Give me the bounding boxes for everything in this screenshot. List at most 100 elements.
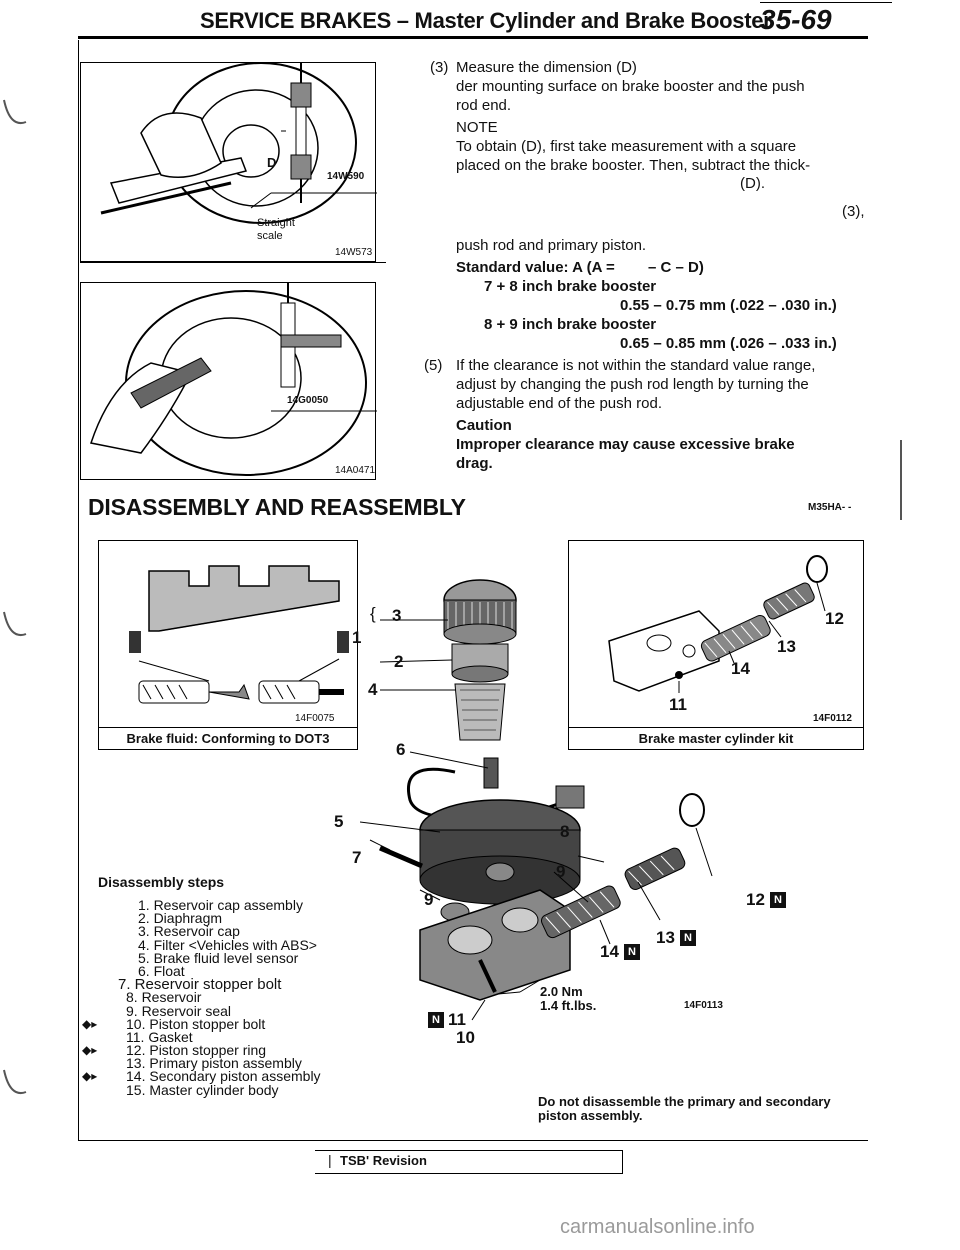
callout-9b: 9: [424, 890, 434, 909]
step3-line1: Measure the dimension (D): [456, 59, 637, 76]
callout-6: 6: [396, 740, 406, 759]
disassembly-steps: Disassembly steps 1. Reservoir cap assem…: [82, 874, 428, 1098]
step-item: 9. Reservoir seal: [126, 1002, 232, 1019]
figure-inner-code: 14G0050: [287, 395, 329, 406]
figure-pushrod-adjust: 14G0050 14A0471: [80, 282, 377, 480]
note-line1: To obtain (D), first take measurement wi…: [456, 138, 797, 155]
step4-line: push rod and primary piston.: [456, 237, 647, 254]
step5-line1: If the clearance is not within the stand…: [456, 357, 816, 374]
callout-12: 12: [746, 890, 765, 909]
watermark: carmanualsonline.info: [560, 1216, 755, 1238]
section-title: DISASSEMBLY AND REASSEMBLY: [88, 494, 466, 520]
step-item: 2. Diaphragm: [138, 910, 223, 927]
kit-callout-13: 13: [777, 637, 796, 656]
step-item: 13. Primary piston assembly: [126, 1055, 302, 1072]
margin-mark: [900, 440, 902, 520]
booster-measure-illustration: [100, 62, 377, 224]
master-cylinder-exploded-view: [360, 579, 713, 1021]
step4-fragment: (3),: [842, 203, 865, 220]
step-item: 3. Reservoir cap: [138, 923, 240, 940]
callout-7: 7: [352, 848, 362, 867]
booster-7-8-value: 0.55 – 0.75 mm (.022 – .030 in.): [620, 297, 837, 314]
footer-rule: [78, 1140, 868, 1141]
step-item: ◆▸12. Piston stopper ring: [82, 1042, 267, 1059]
step-item: ◆▸10. Piston stopper bolt: [82, 1015, 266, 1032]
callout-8: 8: [560, 822, 570, 841]
bottom-note-line1: Do not disassemble the primary and secon…: [538, 1094, 831, 1109]
kit-caption: Brake master cylinder kit: [569, 727, 863, 750]
left-margin-rule: [78, 40, 79, 1140]
callout-9a: 9: [556, 862, 566, 881]
torque-ftlbs: 1.4 ft.lbs.: [540, 998, 597, 1013]
bottom-note-line2: piston assembly.: [538, 1108, 643, 1123]
kit-callout-14: 14: [731, 659, 750, 678]
figure-brake-fluid: 14F0075 Brake fluid: Conforming to DOT3: [98, 540, 358, 750]
figure-master-cylinder-kit: 12 13 14 11 14F0112 Brake master cylinde…: [568, 540, 864, 750]
note-line3: (D).: [740, 175, 765, 192]
caution-line1: Improper clearance may cause excessive b…: [456, 436, 795, 453]
straight-label: Straight: [257, 217, 295, 229]
kit-callout-12: 12: [825, 609, 844, 628]
step-item: 7. Reservoir stopper bolt: [118, 976, 282, 994]
figure-inner-code: 14W590: [327, 171, 365, 182]
brake-fluid-illustration: [129, 565, 349, 704]
callout-5: 5: [334, 812, 344, 831]
footer-bar-mark: |: [328, 1152, 332, 1168]
header-rule: [78, 36, 868, 39]
kit-figure-code: 14F0112: [813, 713, 852, 724]
main-figure-code: 14F0113: [684, 1000, 723, 1011]
dimension-d-label: D: [267, 155, 277, 170]
callout-10: 10: [456, 1028, 475, 1047]
standard-value-label: Standard value: A (A =: [456, 259, 615, 276]
note-line2: placed on the brake booster. Then, subtr…: [456, 157, 811, 174]
step-item: ◆▸14. Secondary piston assembly: [82, 1068, 321, 1085]
callout-11: 11: [448, 1010, 466, 1029]
step-item: 5. Brake fluid level sensor: [138, 949, 299, 966]
pushrod-adjust-illustration: [90, 283, 377, 476]
disassembly-steps-title: Disassembly steps: [98, 874, 225, 890]
step5-line2: adjust by changing the push rod length b…: [456, 376, 809, 393]
step3-line3: rod end.: [456, 97, 512, 114]
standard-value-formula: – C – D): [648, 259, 704, 276]
figure-code: 14W573: [335, 247, 373, 258]
figure-divider: [80, 262, 386, 263]
caution-line2: drag.: [456, 455, 493, 472]
n-badge-11: N: [428, 1012, 444, 1028]
step-item: 6. Float: [138, 962, 185, 979]
callout-3: 3: [392, 606, 402, 625]
step5-line3: adjustable end of the push rod.: [456, 395, 662, 412]
booster-8-9-label: 8 + 9 inch brake booster: [484, 316, 657, 333]
n-badge-12: N: [770, 892, 786, 908]
step5-number: (5): [424, 357, 443, 374]
page-header-title: SERVICE BRAKES – Master Cylinder and Bra…: [200, 8, 772, 33]
booster-7-8-label: 7 + 8 inch brake booster: [484, 278, 657, 295]
fluid-figure-code: 14F0075: [295, 713, 335, 724]
step3-line2: der mounting surface on brake booster an…: [456, 78, 805, 95]
kit-callout-11: 11: [669, 695, 687, 714]
master-cylinder-kit-illustration: [608, 555, 828, 693]
step-item: 11. Gasket: [126, 1028, 193, 1045]
figure-code: 14A0471: [335, 465, 376, 476]
step-item: 15. Master cylinder body: [126, 1081, 279, 1098]
brake-fluid-caption: Brake fluid: Conforming to DOT3: [99, 727, 357, 750]
footer-revision-label: TSB' Revision: [340, 1153, 427, 1168]
caution-label: Caution: [456, 417, 512, 434]
scale-label: scale: [257, 230, 283, 242]
callout-bracket: {: [370, 604, 376, 623]
n-badge-13: N: [680, 930, 696, 946]
header-top-rule: [760, 2, 892, 3]
note-label: NOTE: [456, 119, 498, 136]
step-item: 4. Filter <Vehicles with ABS>: [138, 936, 317, 953]
figure-booster-measure: D 14W590 Straight scale 14W573: [80, 62, 377, 262]
n-badge-14: N: [624, 944, 640, 960]
page-number: 35-69: [760, 4, 832, 35]
callout-13: 13: [656, 928, 675, 947]
callout-1: 1: [352, 628, 362, 647]
callout-14: 14: [600, 942, 619, 961]
callout-4: 4: [368, 680, 378, 699]
step3-number: (3): [430, 59, 449, 76]
booster-8-9-value: 0.65 – 0.85 mm (.026 – .033 in.): [620, 335, 837, 352]
callout-2: 2: [394, 652, 404, 671]
step-item: 8. Reservoir: [126, 989, 202, 1006]
step-item: 1. Reservoir cap assembly: [138, 897, 303, 913]
